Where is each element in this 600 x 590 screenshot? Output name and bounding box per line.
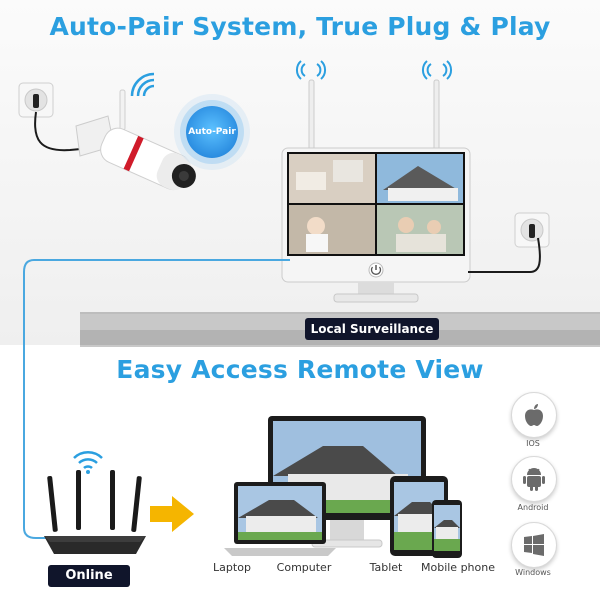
android-icon — [523, 468, 545, 491]
wall-outlet-right — [514, 212, 550, 248]
auto-pair-badge: Auto-Pair — [186, 106, 238, 158]
local-surveillance-label: Local Surveillance — [305, 318, 439, 340]
arrow-right-icon — [150, 496, 194, 532]
device-mobile-phone — [432, 500, 462, 558]
device-label-computer: Computer — [276, 561, 332, 574]
power-cable-camera — [34, 111, 93, 152]
device-laptop — [224, 482, 336, 556]
device-label-laptop: Laptop — [213, 561, 251, 574]
device-label-mobile-phone: Mobile phone — [420, 561, 495, 574]
headline-remote-view: Easy Access Remote View — [116, 355, 484, 384]
headline-auto-pair: Auto-Pair System, True Plug & Play — [49, 12, 551, 41]
router — [44, 470, 146, 554]
wifi-icon — [130, 72, 155, 97]
platform-label-windows: Windows — [515, 568, 551, 577]
platform-label-android: Android — [517, 503, 549, 512]
platform-android — [511, 456, 557, 502]
windows-icon — [524, 534, 544, 556]
security-camera — [75, 89, 196, 191]
apple-icon — [525, 404, 543, 426]
platform-ios — [511, 392, 557, 438]
device-label-tablet: Tablet — [369, 561, 403, 574]
device-computer — [268, 416, 426, 548]
nvr-monitor — [281, 79, 471, 303]
platform-windows — [511, 522, 557, 568]
online-label: Online — [48, 565, 130, 587]
wifi-icon — [295, 60, 327, 80]
platform-label-ios: IOS — [526, 439, 540, 448]
wifi-icon — [421, 60, 453, 80]
wifi-icon — [73, 451, 103, 474]
power-cable-monitor — [468, 237, 541, 273]
